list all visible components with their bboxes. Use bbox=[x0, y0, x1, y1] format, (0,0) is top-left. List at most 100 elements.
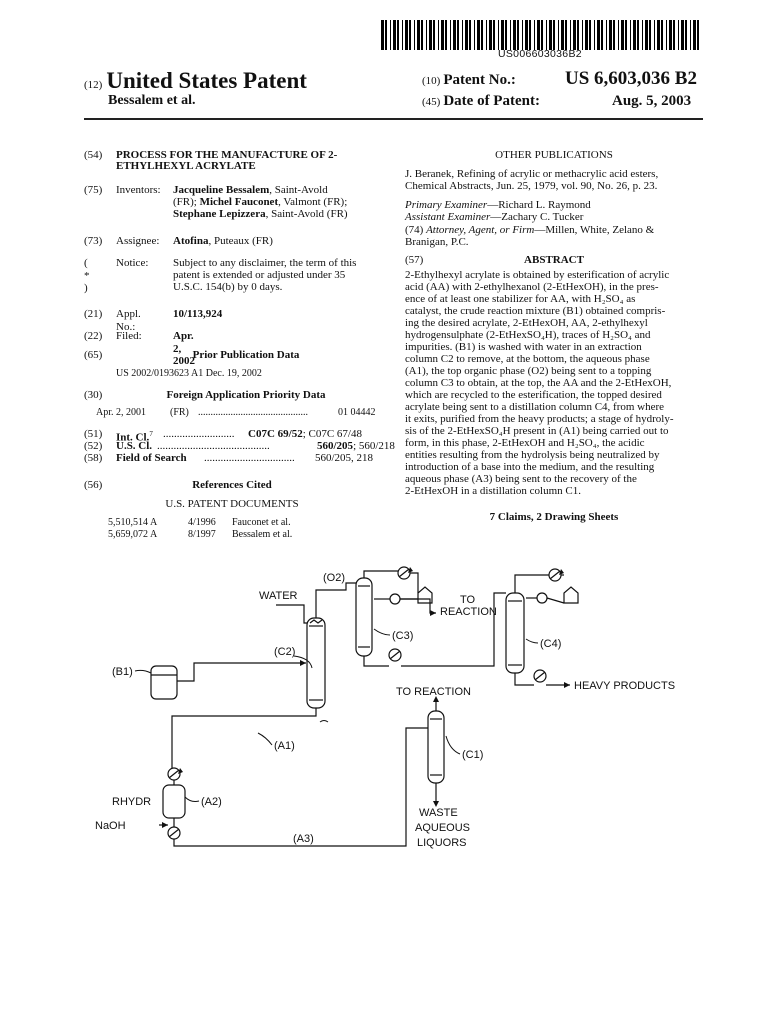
inventor-3: Stephane Lepizzera bbox=[173, 208, 266, 220]
abstract-line: ence of at least one stabilizer for AA, … bbox=[405, 292, 636, 305]
code-73: (73) bbox=[84, 235, 103, 247]
ref-inventor: Bessalem et al. bbox=[232, 528, 293, 540]
us-cl-dots: ........................................… bbox=[157, 440, 270, 452]
barcode-bar bbox=[513, 20, 516, 50]
barcode-bar bbox=[609, 20, 612, 50]
int-cl-dots: .......................... bbox=[163, 428, 235, 440]
us-cl-secondary: ; 560/218 bbox=[353, 440, 395, 452]
barcode-bar bbox=[606, 20, 607, 50]
header-code-10: (10) bbox=[422, 75, 441, 87]
barcode-bar bbox=[453, 20, 456, 50]
code-56: (56) bbox=[84, 479, 103, 491]
inventor-1: Jacqueline Bessalem bbox=[173, 184, 270, 196]
label-c2: (C2) bbox=[274, 646, 295, 658]
int-cl-secondary: ; C07C 67/48 bbox=[302, 428, 362, 440]
abstract-line: aqueous phase (A3) being sent to the rec… bbox=[405, 472, 637, 485]
abstract-line: (A1), the top organic phase (O2) being s… bbox=[405, 364, 652, 377]
barcode-bar bbox=[393, 20, 396, 50]
label-a2: (A2) bbox=[201, 796, 222, 808]
barcode-bar bbox=[402, 20, 403, 50]
code-65: (65) bbox=[84, 349, 103, 361]
prior-pub-heading: Prior Publication Data bbox=[192, 349, 300, 361]
barcode-bar bbox=[510, 20, 511, 50]
ref-date: 8/1997 bbox=[188, 528, 216, 540]
code-52: (52) bbox=[84, 440, 103, 452]
heat-exchanger-c4-top bbox=[548, 568, 562, 582]
header-inventors: Bessalem et al. bbox=[108, 93, 196, 108]
ref-date: 4/1996 bbox=[188, 517, 216, 528]
label-to-reaction-mid: TO REACTION bbox=[396, 686, 471, 698]
abstract-line: column C3 to obtain, at the top, the AA … bbox=[405, 376, 672, 389]
label-o2: (O2) bbox=[323, 572, 345, 584]
int-cl-sup: 7 bbox=[149, 430, 153, 438]
label-aqueous: AQUEOUS bbox=[415, 822, 470, 834]
barcode-number: US006603036B2 bbox=[498, 48, 582, 60]
patent-number-label: (10)Patent No.: bbox=[422, 72, 516, 89]
abstract-line: which are recycled to the esterification… bbox=[405, 388, 662, 401]
barcode-bar bbox=[693, 20, 696, 50]
barcode-bar bbox=[537, 20, 540, 50]
abstract-line: introduction of a base into the medium, … bbox=[405, 460, 655, 473]
barcode-bar bbox=[589, 20, 591, 50]
code-51: (51) bbox=[84, 428, 103, 440]
inventor-1-location: , Saint-Avold bbox=[269, 184, 328, 196]
abstract-line: entities resulting from the hydrolysis b… bbox=[405, 448, 660, 461]
attorney-label: Attorney, Agent, or Firm bbox=[426, 223, 535, 236]
foreign-heading: Foreign Application Priority Data bbox=[166, 389, 326, 401]
code-74: (74) bbox=[405, 223, 424, 236]
inventor-2: Michel Fauconet bbox=[199, 196, 279, 208]
patent-number-label-text: Patent No.: bbox=[443, 72, 516, 88]
ref-row: 5,659,072 A 8/1997 Bessalem et al. bbox=[108, 529, 368, 541]
barcode-bar bbox=[505, 20, 507, 50]
filed-date: Apr. 2, 2002 bbox=[173, 330, 195, 367]
barcode-bar bbox=[405, 20, 408, 50]
reactor-rhydr bbox=[162, 784, 186, 819]
barcode-bar bbox=[498, 20, 499, 50]
ref-row: 5,510,514 A 4/1996 Fauconet et al. bbox=[108, 517, 368, 529]
assignee-name: Atofina bbox=[173, 235, 209, 247]
ref-inventor: Fauconet et al. bbox=[232, 517, 291, 528]
barcode-bar bbox=[637, 20, 639, 50]
code-notice: ( * ) bbox=[84, 257, 90, 294]
barcode-bar bbox=[625, 20, 627, 50]
refs-subheading: U.S. PATENT DOCUMENTS bbox=[165, 498, 299, 510]
assistant-examiner: Assistant Examiner—Zachary C. Tucker bbox=[405, 211, 703, 224]
date-of-patent-label: (45)Date of Patent: bbox=[422, 93, 540, 110]
process-diagram: (O2) WATER TO REACTION (C3) (C4) (C2) (B… bbox=[95, 566, 675, 849]
barcode-bar bbox=[433, 20, 435, 50]
pump-c4 bbox=[536, 592, 548, 604]
notice-label: Notice: bbox=[116, 257, 149, 269]
notice-line3: U.S.C. 154(b) by 0 days. bbox=[173, 281, 283, 293]
barcode-bar bbox=[426, 20, 427, 50]
heat-exchanger-c3-top bbox=[397, 566, 411, 580]
assignee-location: , Puteaux (FR) bbox=[208, 235, 273, 247]
label-naoh: NaOH bbox=[95, 820, 126, 832]
abstract-line: column C2 to remove, at the bottom, the … bbox=[405, 352, 650, 365]
barcode-bar bbox=[558, 20, 559, 50]
abstract-line: ing the desired acrylate, 2-EtHexOH, AA,… bbox=[405, 316, 648, 329]
heat-exchanger-rhydr-bottom bbox=[167, 826, 181, 840]
barcode-bar bbox=[630, 20, 631, 50]
barcode-bar bbox=[645, 20, 648, 50]
column-c3 bbox=[355, 577, 373, 657]
barcode-bar bbox=[553, 20, 555, 50]
barcode-bar bbox=[561, 20, 564, 50]
label-b1: (B1) bbox=[112, 666, 133, 678]
header-title-text: United States Patent bbox=[106, 68, 307, 93]
label-c3: (C3) bbox=[392, 630, 413, 642]
vessel-b1 bbox=[150, 665, 178, 700]
column-c4 bbox=[505, 592, 525, 674]
barcode-bar bbox=[597, 20, 600, 50]
right-column: OTHER PUBLICATIONS J. Beranek, Refining … bbox=[405, 149, 703, 523]
heat-exchanger-rhydr-top bbox=[167, 767, 181, 781]
barcode-bar bbox=[669, 20, 672, 50]
primary-examiner-label: Primary Examiner bbox=[405, 198, 488, 211]
label-a3: (A3) bbox=[293, 833, 314, 845]
barcode-bar bbox=[525, 20, 528, 50]
abstract-line: acid (AA) with 2-ethylhexanol (2-EtHexOH… bbox=[405, 280, 659, 293]
abstract-heading: ABSTRACT bbox=[524, 253, 584, 266]
barcode-bar bbox=[661, 20, 663, 50]
barcode-bar bbox=[501, 20, 504, 50]
inventor-3-location: , Saint-Avold (FR) bbox=[265, 208, 348, 220]
barcode-bar bbox=[573, 20, 576, 50]
